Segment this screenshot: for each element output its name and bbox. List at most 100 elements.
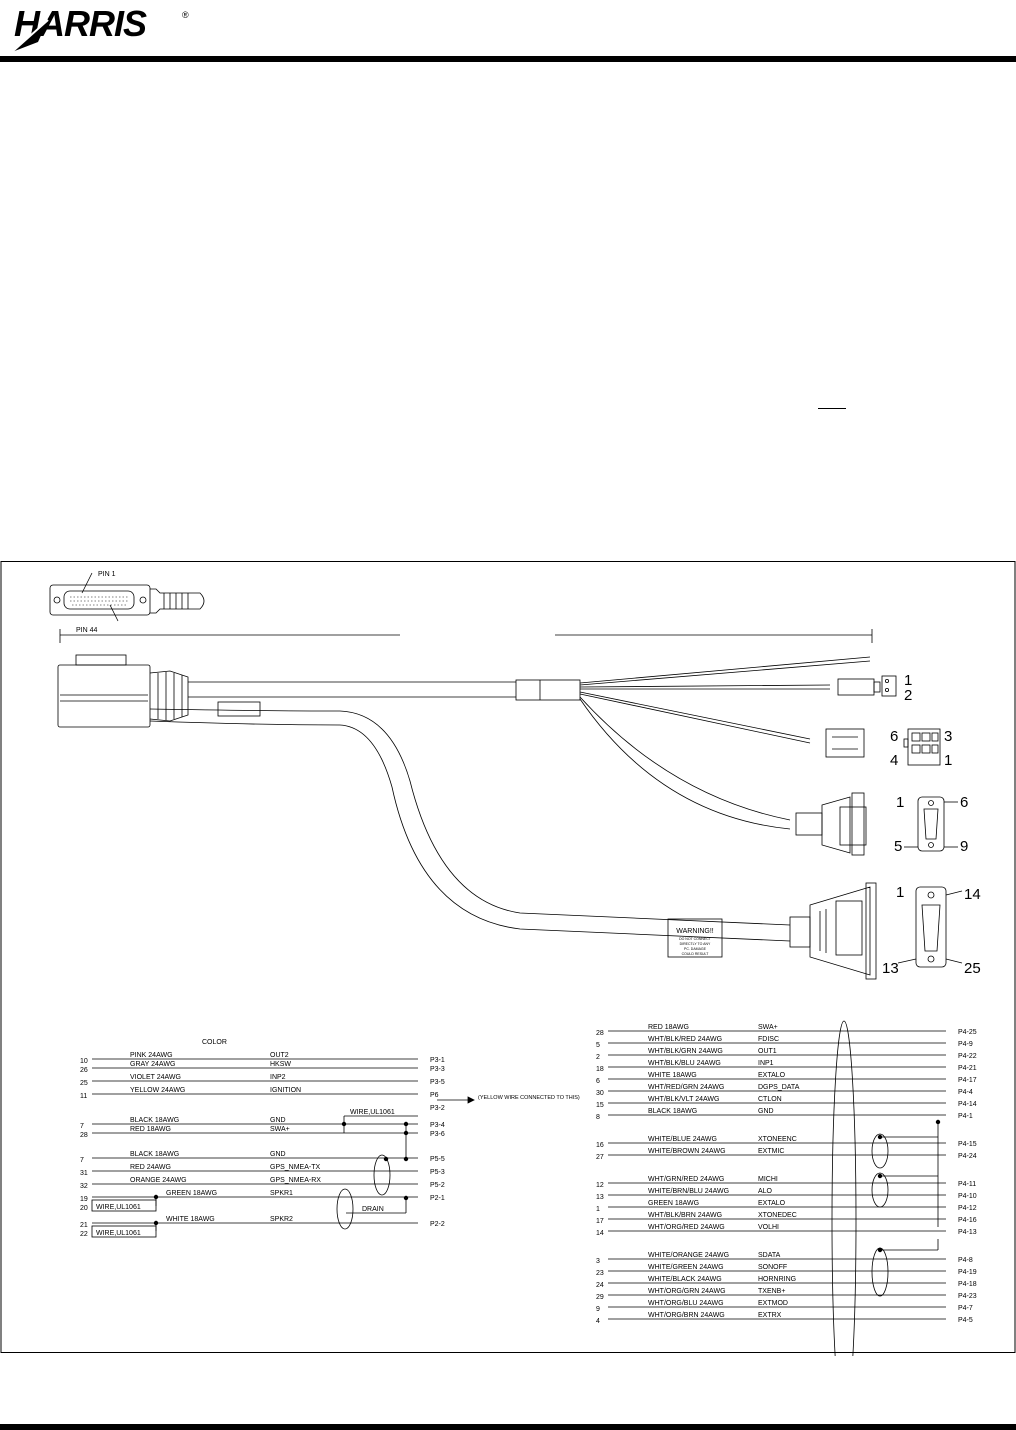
cable-assembly: PIN 1 PIN 44 [49, 571, 963, 980]
signal-name: SONOFF [758, 1264, 787, 1271]
pin-number: 3 [596, 1258, 600, 1265]
wire-spec: RED 18AWG [130, 1126, 171, 1133]
destination-pin: P3-1 [430, 1057, 445, 1064]
wire-spec: RED 24AWG [130, 1164, 171, 1171]
drawing-frame [0, 561, 1016, 1353]
signal-name: INP1 [758, 1060, 774, 1067]
pin-44-label: PIN 44 [76, 627, 98, 634]
db25-pin1-label: 1 [896, 884, 904, 901]
pin-number: 7 [80, 1123, 84, 1130]
destination-pin: P5-3 [430, 1169, 445, 1176]
pin-number: 18 [596, 1066, 604, 1073]
wire-spec: ORANGE 24AWG [130, 1177, 187, 1184]
db9-pin9-label: 9 [960, 838, 968, 855]
pin-number: 22 [80, 1231, 88, 1238]
pin-number: 15 [596, 1102, 604, 1109]
destination-pin: P5-2 [430, 1182, 445, 1189]
warning-tag: WARNING!! DO NOT CONNECT DIRECTLY TO ANY… [676, 928, 714, 956]
pin-number: 14 [596, 1230, 604, 1237]
signal-name: GND [758, 1108, 774, 1115]
destination-pin: P4-4 [958, 1089, 973, 1096]
wire-spec: WHT/ORG/RED 24AWG [648, 1224, 725, 1231]
pin-number: 25 [80, 1080, 88, 1087]
db25-pin13-label: 13 [882, 960, 899, 977]
bottom-rule [0, 1424, 1016, 1430]
signal-name: GPS_NMEA-RX [270, 1177, 321, 1184]
signal-name: EXTMIC [758, 1148, 784, 1155]
warning-line-4: COULD RESULT [682, 952, 710, 956]
signal-name: GND [270, 1151, 286, 1158]
db9-pin5-label: 5 [894, 838, 902, 855]
signal-name: TXENB+ [758, 1288, 785, 1295]
wire-spec: GREEN 18AWG [166, 1190, 217, 1197]
wire-spec: WHT/BLK/GRN 24AWG [648, 1048, 723, 1055]
signal-name: XTONEENC [758, 1136, 797, 1143]
destination-pin: P3-5 [430, 1079, 445, 1086]
signal-name: SPKR1 [270, 1190, 293, 1197]
signal-name: GPS_NMEA-TX [270, 1164, 321, 1171]
destination-pin: P4-1 [958, 1113, 973, 1120]
db25-pin14-label: 14 [964, 886, 981, 903]
signal-name: CTLON [758, 1096, 782, 1103]
wire-spec: WHT/ORG/BRN 24AWG [648, 1312, 725, 1319]
destination-pin: P4-17 [958, 1077, 977, 1084]
destination-pin: P4-19 [958, 1269, 977, 1276]
signal-name: EXTMOD [758, 1300, 788, 1307]
signal-name: SWA+ [270, 1126, 290, 1133]
pin-number: 1 [596, 1206, 600, 1213]
wire-spec: GRAY 24AWG [130, 1061, 175, 1068]
pin-number: 13 [596, 1194, 604, 1201]
wire-spec: WHT/GRN/RED 24AWG [648, 1176, 724, 1183]
registered-mark-icon: ® [182, 10, 189, 20]
warning-line-2: DIRECTLY TO ANY [680, 942, 711, 946]
wire-box-a-label: WIRE,UL1061 [96, 1204, 141, 1211]
pin-number: 27 [596, 1154, 604, 1161]
left-table-row: P3-2 [430, 1105, 445, 1112]
destination-pin: P4-11 [958, 1181, 976, 1188]
destination-pin: P3-2 [430, 1105, 445, 1112]
color-header: COLOR [202, 1039, 227, 1046]
wire-spec: BLACK 18AWG [648, 1108, 697, 1115]
wire-spec: WHITE/GREEN 24AWG [648, 1264, 724, 1271]
destination-pin: P4-16 [958, 1217, 977, 1224]
drain-label: DRAIN [362, 1206, 384, 1213]
signal-name: DGPS_DATA [758, 1084, 800, 1091]
destination-pin: P4-23 [958, 1293, 977, 1300]
wire-spec: WHITE/ORANGE 24AWG [648, 1252, 729, 1259]
destination-pin: P4-10 [958, 1193, 977, 1200]
warning-line-3: PC. DAMAGE [684, 947, 707, 951]
destination-pin: P2-2 [430, 1221, 445, 1228]
signal-name: OUT2 [270, 1052, 289, 1059]
wire-spec: WHT/ORG/GRN 24AWG [648, 1288, 726, 1295]
wire-spec: WHT/BLK/VLT 24AWG [648, 1096, 719, 1103]
pin-number: 2 [596, 1054, 600, 1061]
conn2-pin2-label: 2 [904, 687, 912, 704]
pin-number: 6 [596, 1078, 600, 1085]
destination-pin: P4-25 [958, 1029, 977, 1036]
warning-title: WARNING!! [676, 928, 714, 935]
cable-drawing: PIN 1 PIN 44 [0, 561, 1016, 1356]
pin-number: 5 [596, 1042, 600, 1049]
destination-pin: P4-12 [958, 1205, 977, 1212]
wire-spec: BLACK 18AWG [130, 1117, 179, 1124]
conn6-pin6-label: 6 [890, 728, 898, 745]
wire-spec: WHITE 18AWG [166, 1216, 215, 1223]
